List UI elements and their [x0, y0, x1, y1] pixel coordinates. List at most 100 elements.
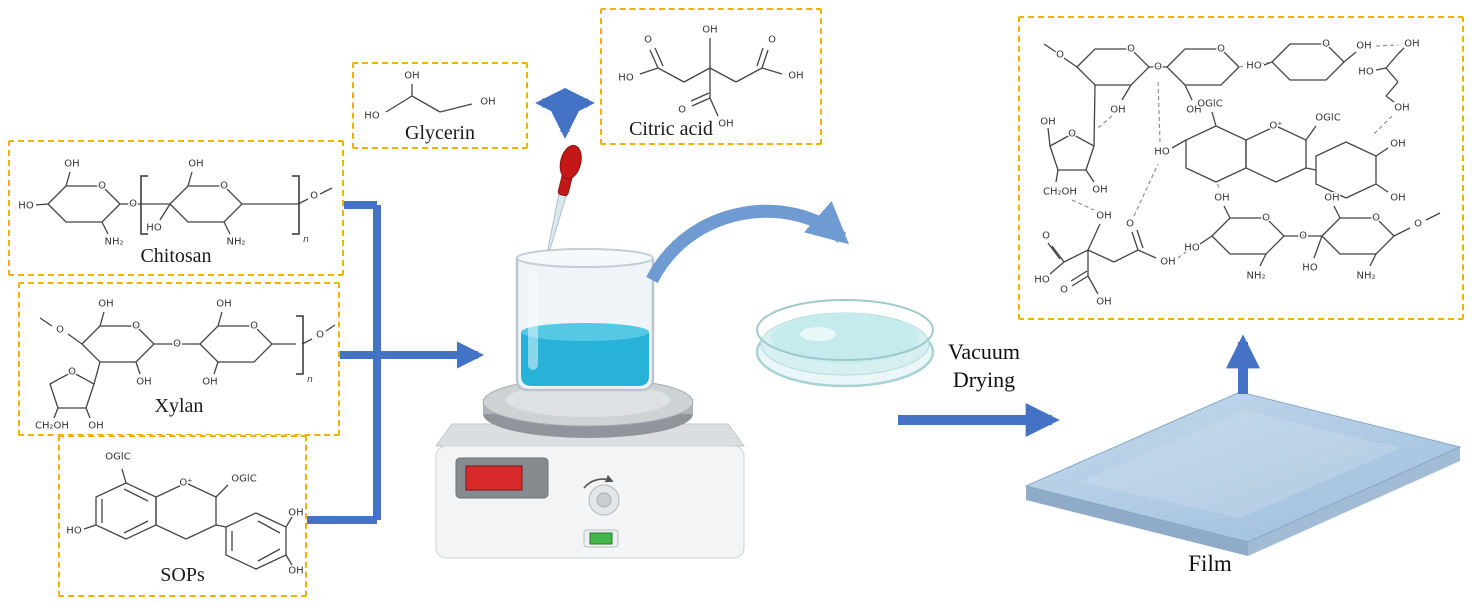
- sops-structure: OGlC OGlC HO O⁺ OH OH: [65, 450, 305, 578]
- atom-label: HO: [66, 526, 82, 537]
- atom-label: HO: [1302, 263, 1318, 274]
- atom-label: OH: [1390, 139, 1405, 150]
- atom-label: O⁺: [1269, 121, 1282, 132]
- atom-label: O: [1127, 44, 1135, 55]
- atom-label: OH: [188, 159, 203, 170]
- atom-label: O: [1414, 219, 1422, 230]
- glycerin-citric-double-arrow: [535, 87, 595, 139]
- atom-label: NH₂: [104, 237, 123, 248]
- stirrer-knob: [583, 474, 620, 516]
- atom-label: OH: [1324, 193, 1339, 204]
- atom-label: OH: [1040, 117, 1055, 128]
- atom-label: OGlC: [231, 474, 256, 485]
- atom-label: O⁺: [179, 478, 192, 489]
- atom-label: OH: [788, 71, 803, 82]
- glycerin-label: Glycerin: [405, 122, 475, 144]
- atom-label: HO: [146, 223, 162, 234]
- atom-label: O: [316, 330, 324, 341]
- atom-label: OH: [404, 71, 419, 82]
- magnetic-stirrer: [435, 423, 745, 559]
- atom-label: OH: [216, 299, 231, 310]
- atom-label: HO: [1034, 275, 1050, 286]
- atom-label: OH: [718, 119, 733, 130]
- atom-label: OH: [98, 299, 113, 310]
- atom-label: O: [1154, 62, 1162, 73]
- atom-label: O: [1372, 213, 1380, 224]
- atom-label: OGlC: [1197, 99, 1222, 110]
- atom-label: OH: [1356, 41, 1371, 52]
- atom-label: HO: [1246, 61, 1262, 72]
- atom-label: OH: [64, 159, 79, 170]
- atom-label: OH: [1096, 297, 1111, 308]
- atom-label: OH: [136, 377, 151, 388]
- beaker: [515, 248, 655, 392]
- atom-label: O: [173, 339, 181, 350]
- atom-label: HO: [364, 111, 380, 122]
- atom-label: OGlC: [105, 452, 130, 463]
- sops-box: OGlC OGlC HO O⁺ OH OH SOPs: [58, 435, 307, 597]
- vacuum-drying-label: Vacuum Drying: [947, 339, 1021, 392]
- atom-label: OH: [88, 421, 103, 432]
- atom-label: O: [1299, 231, 1307, 242]
- atom-label: HO: [18, 201, 34, 212]
- atom-label: NH₂: [1356, 271, 1375, 282]
- atom-label: O: [1060, 285, 1068, 296]
- atom-label: OH: [1160, 257, 1175, 268]
- atom-label: HO: [618, 73, 634, 84]
- petri-dish: [755, 299, 935, 388]
- pour-arrow: [646, 201, 850, 284]
- glycerin-structure: HO OH OH: [363, 69, 497, 123]
- atom-label: O: [129, 199, 137, 210]
- atom-label: OH: [1404, 39, 1419, 50]
- atom-label: OH: [1110, 105, 1125, 116]
- atom-label: O: [220, 181, 228, 192]
- atom-label: CH₂OH: [1043, 187, 1077, 198]
- atom-label: OH: [480, 97, 495, 108]
- citric-acid-label: Citric acid: [629, 118, 713, 140]
- stirrer-display: [455, 457, 549, 499]
- atom-label: n: [303, 235, 309, 245]
- atom-label: OH: [1214, 193, 1229, 204]
- atom-label: OH: [1394, 103, 1409, 114]
- xylan-label: Xylan: [154, 395, 204, 417]
- atom-label: NH₂: [1246, 271, 1265, 282]
- atom-label: O: [310, 191, 318, 202]
- atom-label: OH: [1092, 185, 1107, 196]
- atom-label: OH: [288, 566, 303, 577]
- beaker-liquid: [521, 323, 649, 386]
- ingredients-connector-arrow: [305, 201, 485, 524]
- atom-label: O: [1126, 219, 1134, 230]
- atom-label: OH: [288, 508, 303, 519]
- atom-label: OH: [1390, 193, 1405, 204]
- atom-label: NH₂: [226, 237, 245, 248]
- atom-label: O: [1262, 213, 1270, 224]
- atom-label: O: [1042, 231, 1050, 242]
- atom-label: HO: [1358, 67, 1374, 78]
- atom-label: OH: [1096, 211, 1111, 222]
- atom-label: O: [1056, 50, 1064, 61]
- sops-label: SOPs: [160, 564, 205, 586]
- atom-label: O: [644, 35, 652, 46]
- atom-label: n: [307, 375, 313, 385]
- atom-label: OGlC: [1315, 113, 1340, 124]
- atom-label: O: [56, 325, 64, 336]
- atom-label: O: [250, 321, 258, 332]
- atom-label: O: [1068, 129, 1076, 140]
- film-label: Film: [1188, 551, 1232, 576]
- chitosan-label: Chitosan: [140, 245, 212, 267]
- atom-label: O: [68, 367, 76, 378]
- atom-label: HO: [1184, 243, 1200, 254]
- atom-label: O: [1217, 44, 1225, 55]
- atom-label: OH: [1186, 105, 1201, 116]
- dropper: [547, 144, 582, 251]
